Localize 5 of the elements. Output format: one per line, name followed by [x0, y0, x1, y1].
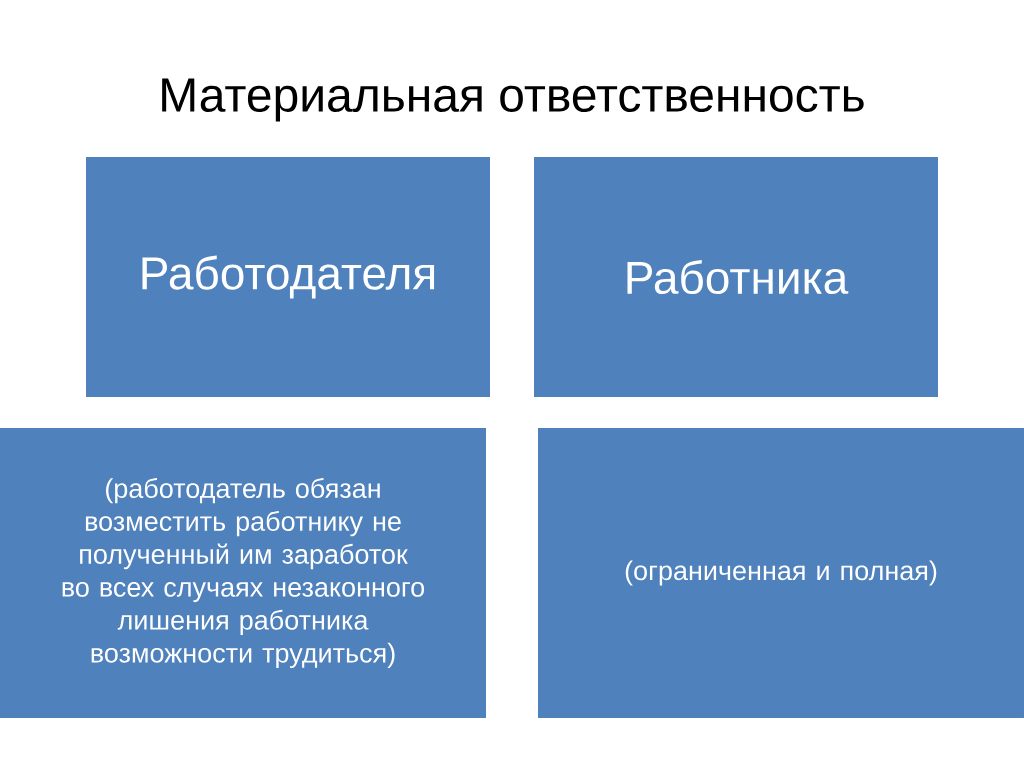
text-box: Работника	[534, 157, 938, 397]
text-box: (работодатель обязан возместить работнику не полученный им заработок во всех случаях незаконного лишения работника возможности трудиться)	[0, 428, 486, 718]
title: Материальная ответственность	[162, 78, 864, 122]
text-box: Работодателя	[86, 157, 490, 397]
text-box: (ограниченная и полная)	[538, 428, 1024, 718]
